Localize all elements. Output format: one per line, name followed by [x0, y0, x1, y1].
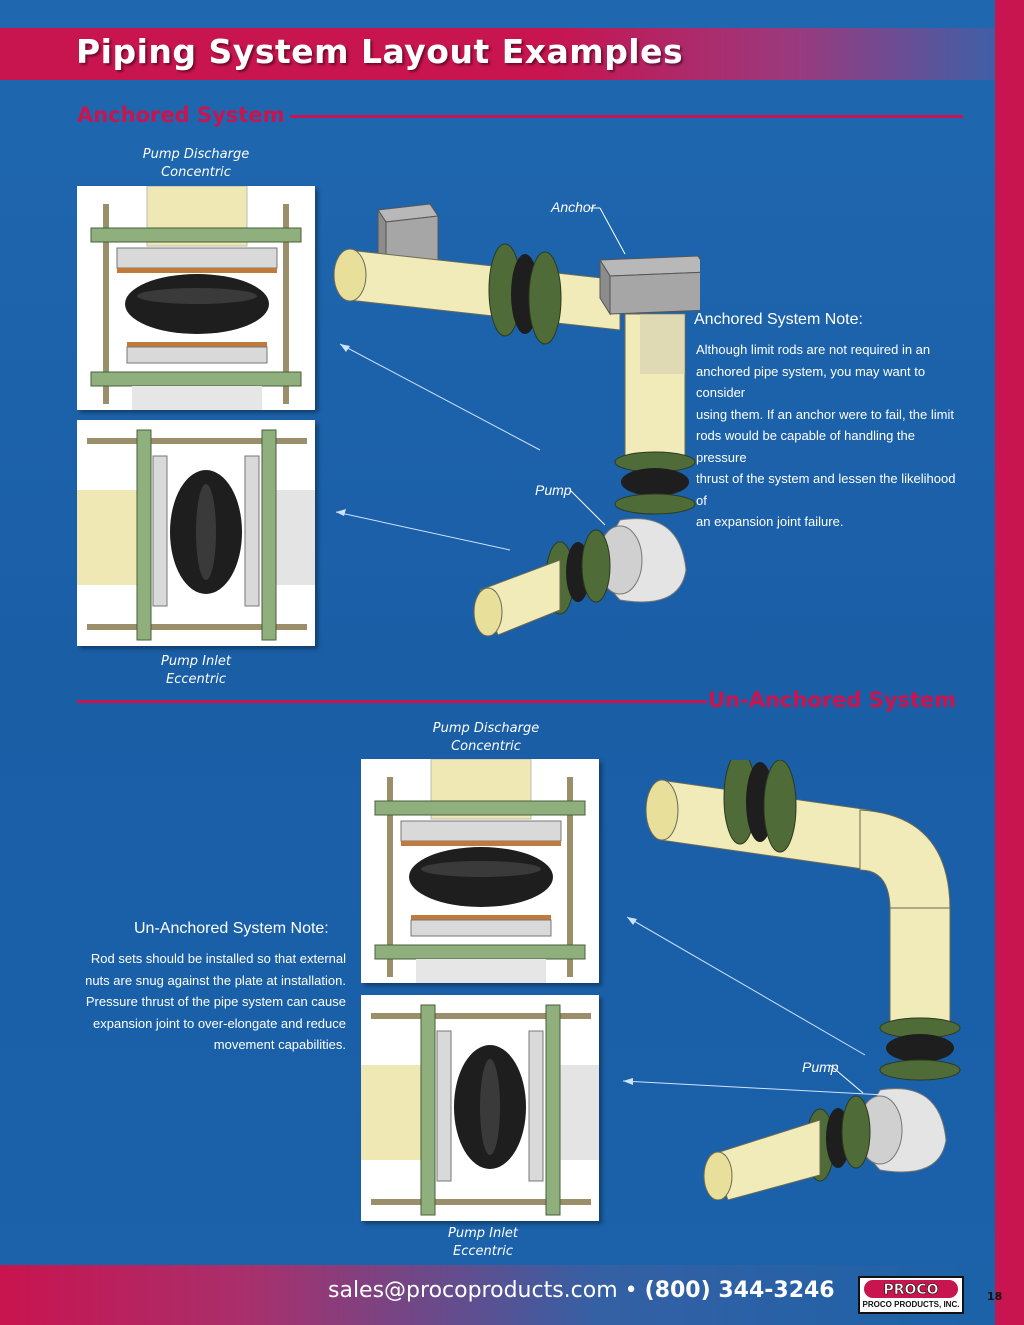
anchored-inlet-caption: Pump Inlet Eccentric	[96, 653, 296, 689]
title-band	[0, 28, 995, 80]
note-line: Rod sets should be installed so that ext…	[90, 951, 346, 966]
unanchored-inlet-caption: Pump Inlet Eccentric	[383, 1225, 583, 1261]
anchored-rule	[290, 115, 963, 118]
right-edge-bar	[995, 0, 1024, 1325]
footer-email[interactable]: sales@procoproducts.com	[328, 1278, 618, 1303]
note-line: an expansion joint failure.	[696, 514, 844, 529]
anchored-piping-drawing	[333, 203, 700, 637]
note-line: thrust of the system and lessen the like…	[696, 471, 956, 508]
footer-phone[interactable]: (800) 344-3246	[644, 1278, 835, 1303]
note-line: using them. If an anchor were to fail, t…	[696, 406, 954, 422]
anchored-note-body: Although limit rods are not required in …	[696, 339, 966, 533]
anchored-inlet-photo	[77, 420, 315, 646]
note-line: movement capabilities.	[213, 1037, 346, 1052]
footer-contact: sales@procoproducts.com • (800) 344-3246	[328, 1278, 835, 1303]
anchored-discharge-photo	[77, 186, 315, 410]
note-line: rods would be capable of handling the pr…	[696, 428, 915, 465]
caption-line: Pump Discharge	[142, 147, 250, 162]
footer-band	[0, 1265, 995, 1325]
caption-line: Pump Inlet	[448, 1226, 518, 1241]
unanchored-rule	[77, 700, 707, 703]
caption-line: Eccentric	[166, 672, 226, 687]
caption-line: Pump Inlet	[161, 654, 231, 669]
anchored-pump-callout: Pump	[535, 482, 572, 498]
anchored-callout-arrows	[335, 207, 626, 551]
note-line: anchored pipe system, you may want to co…	[696, 363, 926, 401]
unanchored-discharge-caption: Pump Discharge Concentric	[386, 720, 586, 756]
caption-line: Concentric	[451, 739, 521, 754]
note-line: Pressure thrust of the pipe system can c…	[85, 994, 346, 1009]
anchored-discharge-caption: Pump Discharge Concentric	[96, 146, 296, 182]
unanchored-discharge-photo	[361, 759, 599, 983]
anchored-heading: Anchored System	[77, 103, 285, 127]
note-line: nuts are snug against the plate at insta…	[85, 972, 346, 988]
note-line: Although limit rods are not required in …	[696, 342, 931, 357]
unanchored-note-title: Un-Anchored System Note:	[134, 920, 329, 937]
footer-separator: •	[624, 1278, 638, 1303]
page-title: Piping System Layout Examples	[76, 32, 684, 71]
proco-logo-subtext: PROCO PRODUCTS, INC.	[862, 1300, 960, 1309]
unanchored-inlet-photo	[361, 995, 599, 1221]
unanchored-callout-arrows	[622, 916, 886, 1096]
unanchored-piping-drawing	[645, 760, 961, 1200]
note-line: expansion joint to over-elongate and red…	[93, 1015, 346, 1031]
unanchored-heading: Un-Anchored System	[708, 688, 957, 712]
page-number: 18	[987, 1290, 1003, 1303]
anchored-note-title: Anchored System Note:	[694, 311, 863, 328]
caption-line: Eccentric	[453, 1244, 513, 1259]
anchor-callout: Anchor	[551, 199, 596, 215]
caption-line: Concentric	[161, 165, 231, 180]
unanchored-note-body: Rod sets should be installed so that ext…	[80, 948, 346, 1056]
proco-logo-text: PROCO	[883, 1282, 938, 1298]
proco-logo-mark: PROCO	[864, 1280, 958, 1298]
unanchored-pump-callout: Pump	[802, 1059, 839, 1075]
proco-logo: PROCO PROCO PRODUCTS, INC.	[858, 1276, 964, 1314]
caption-line: Pump Discharge	[432, 721, 540, 736]
